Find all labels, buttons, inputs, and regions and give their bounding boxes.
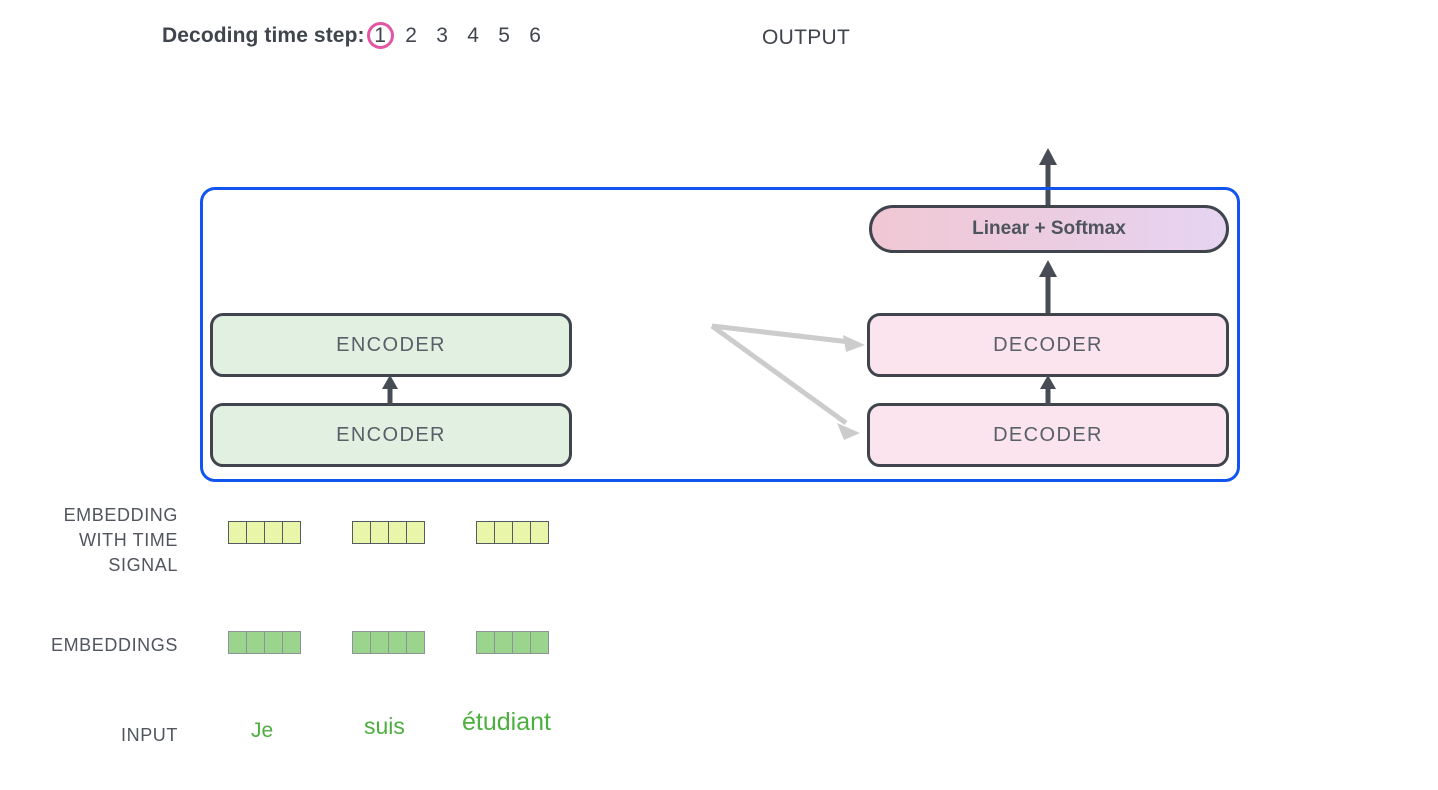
vector-cell [228, 631, 247, 654]
input-token-suis: suis [364, 713, 405, 739]
decoding-time-step-row: Decoding time step: 1 2 3 4 5 6 [162, 20, 551, 51]
embedding-with-time-signal-line-2: WITH TIME [78, 530, 178, 550]
embedding-vector-3 [476, 631, 549, 654]
time-step-2[interactable]: 2 [405, 24, 417, 47]
vector-cell [530, 631, 549, 654]
encoder-box-bottom[interactable]: ENCODER [210, 403, 572, 467]
vector-cell [388, 521, 407, 544]
embedding-with-time-signal-label: EMBEDDING WITH TIME SIGNAL [0, 503, 178, 578]
vector-cell [264, 631, 283, 654]
decoder-to-linear-arrow-icon [1039, 260, 1057, 313]
embeddings-label: EMBEDDINGS [50, 635, 178, 655]
vector-cell [282, 631, 301, 654]
vector-cell [512, 631, 531, 654]
input-label: INPUT [121, 725, 178, 745]
vector-cell [388, 631, 407, 654]
vector-cell [406, 631, 425, 654]
embedding-with-time-signal-line-1: EMBEDDING [63, 505, 178, 525]
transformer-model-frame [200, 187, 1240, 482]
time-step-6[interactable]: 6 [529, 24, 541, 47]
vector-cell [494, 631, 513, 654]
encoder-decoder-attention-arrows [710, 323, 865, 440]
time-signal-vector-3 [476, 521, 549, 544]
vector-cell [246, 631, 265, 654]
vector-cell [370, 521, 389, 544]
vector-cell [246, 521, 265, 544]
encoder-stack-arrow-icon [382, 375, 398, 405]
decoder-box-bottom[interactable]: DECODER [867, 403, 1229, 467]
embedding-vector-1 [228, 631, 301, 654]
decoder-stack-arrow-icon [1040, 375, 1056, 405]
vector-cell [228, 521, 247, 544]
vector-cell [352, 521, 371, 544]
input-token-je: Je [251, 719, 274, 742]
time-step-list: 1 2 3 4 5 6 [365, 20, 551, 51]
time-signal-vector-2 [352, 521, 425, 544]
vector-cell [494, 521, 513, 544]
decoding-time-step-label: Decoding time step: [162, 23, 365, 47]
input-token-etudiant: étudiant [462, 708, 551, 736]
time-step-4[interactable]: 4 [467, 24, 479, 47]
vector-cell [530, 521, 549, 544]
vector-cell [406, 521, 425, 544]
encoder-box-top[interactable]: ENCODER [210, 313, 572, 377]
vector-cell [476, 631, 495, 654]
decoder-box-top[interactable]: DECODER [867, 313, 1229, 377]
vector-cell [282, 521, 301, 544]
output-label: OUTPUT [762, 26, 851, 49]
vector-cell [264, 521, 283, 544]
linear-softmax-box[interactable]: Linear + Softmax [869, 205, 1229, 253]
time-step-3[interactable]: 3 [436, 24, 448, 47]
output-arrow-icon [1039, 148, 1057, 205]
vector-cell [370, 631, 389, 654]
embedding-with-time-signal-line-3: SIGNAL [108, 555, 178, 575]
time-step-5[interactable]: 5 [498, 24, 510, 47]
vector-cell [352, 631, 371, 654]
embedding-vector-2 [352, 631, 425, 654]
time-signal-vector-1 [228, 521, 301, 544]
vector-cell [512, 521, 531, 544]
vector-cell [476, 521, 495, 544]
time-step-1[interactable]: 1 [365, 20, 396, 51]
